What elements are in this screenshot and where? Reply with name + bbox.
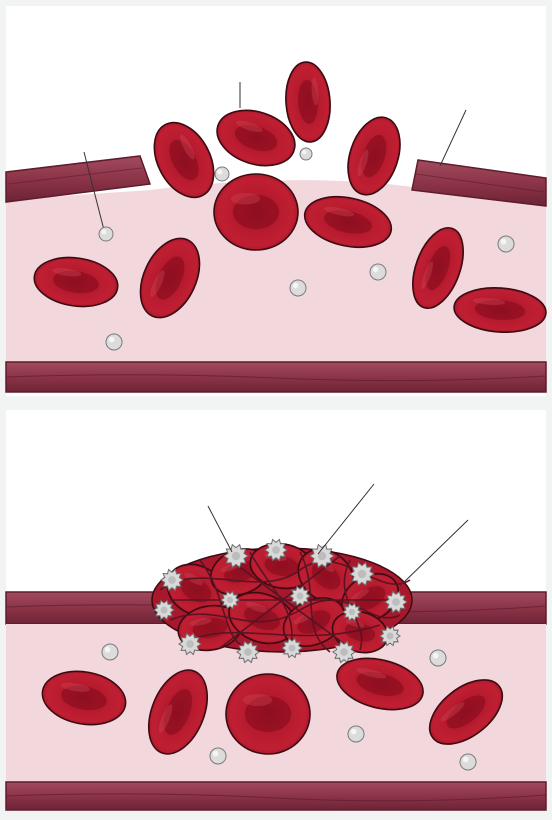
platelet-icon [210, 748, 226, 764]
platelet-icon [99, 227, 113, 241]
red-blood-cell-icon [226, 674, 310, 754]
platelet-icon [290, 280, 306, 296]
platelet-icon [498, 236, 514, 252]
vessel-wall-lower-top [6, 362, 546, 392]
platelet-icon [102, 644, 118, 660]
platelet-icon [460, 754, 476, 770]
platelet-icon [370, 264, 386, 280]
platelet-icon [430, 650, 446, 666]
platelet-icon [300, 148, 312, 160]
red-blood-cell-icon [214, 174, 298, 250]
vessel-wall-lower-bottom [6, 782, 546, 810]
platelet-icon [348, 726, 364, 742]
platelet-icon [215, 167, 229, 181]
platelet-icon [106, 334, 122, 350]
